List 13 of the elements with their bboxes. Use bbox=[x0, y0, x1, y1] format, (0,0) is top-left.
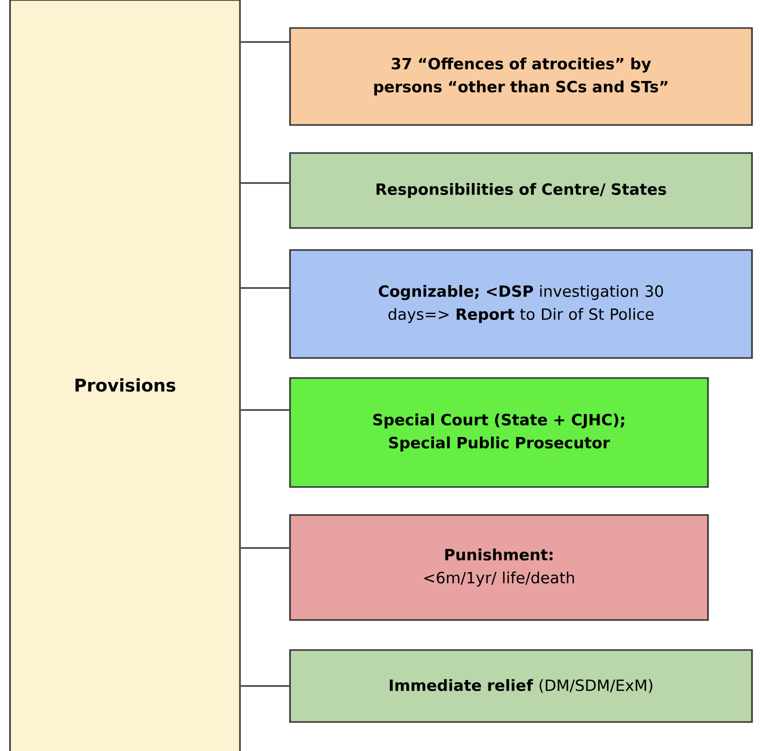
connector-line bbox=[240, 409, 290, 411]
provision-box: Special Court (State + CJHC); Special Public Prosecutor bbox=[289, 377, 709, 488]
provision-box: Punishment: <6m/1yr/ life/death bbox=[289, 514, 709, 621]
provision-box: Immediate relief (DM/SDM/ExM) bbox=[289, 649, 753, 723]
provision-box: 37 “Offences of atrocities” by persons “other than SCs and STs” bbox=[289, 27, 753, 126]
connector-line bbox=[240, 685, 290, 687]
connector-line bbox=[240, 287, 290, 289]
category-box: Provisions bbox=[9, 0, 241, 751]
provision-box: Responsibilities of Centre/ States bbox=[289, 152, 753, 229]
connector-line bbox=[240, 41, 290, 43]
connector-line bbox=[240, 182, 290, 184]
provision-box: Cognizable; <DSP investigation 30 days=> Report to Dir of St Police bbox=[289, 249, 753, 359]
connector-line bbox=[240, 547, 290, 549]
